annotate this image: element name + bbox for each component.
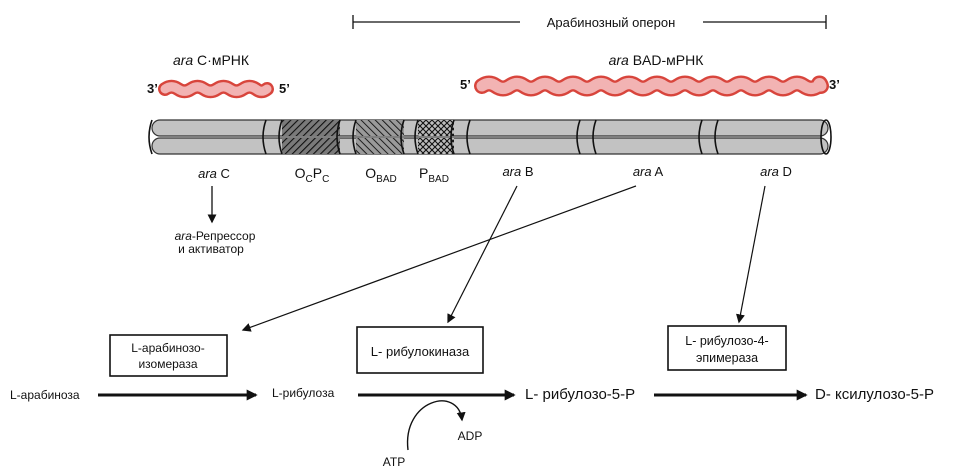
- enzyme-box-isomerase: L-арабинозо- изомераза: [109, 334, 228, 377]
- dna-strand-bottom: [151, 137, 829, 155]
- gene-label-ara-b: ara B: [502, 164, 533, 179]
- metabolic-pathway: L-арабиноза L-рибулоза L- рибулозо-5-Р D…: [10, 386, 934, 469]
- boundary-ocpc-start: [278, 119, 283, 155]
- operon-bracket: Арабинозный оперон: [352, 15, 827, 30]
- boundary-arad-start: [714, 119, 719, 155]
- enzyme-box-epimerase: L- рибулозо-4- эпимераза: [667, 325, 787, 371]
- isomerase-line1: L-арабинозо-: [131, 341, 204, 355]
- ara-c-mrna-3-end: 3’: [147, 81, 158, 96]
- region-label-ocpc: OCPC: [295, 165, 330, 185]
- boundary-pbad-end: [450, 119, 455, 155]
- region-labels: ara C OCPC OBAD PBAD ara B ara A ara D: [198, 164, 792, 185]
- isomerase-box-frame: [109, 334, 228, 377]
- gene-label-ara-c: ara C: [198, 166, 230, 181]
- boundary-arab-end: [576, 119, 581, 155]
- boundary-arac: [262, 119, 267, 155]
- gene-enzyme-arrows: [241, 185, 766, 332]
- pbad-region-bottom: [418, 138, 454, 154]
- dna-strand-top: [151, 119, 829, 137]
- ara-c-mrna-strand-fill: [160, 82, 272, 96]
- dna-gene-boundaries: [148, 119, 832, 155]
- epimerase-box-frame: [667, 325, 787, 371]
- epimerase-line2: эпимераза: [696, 351, 758, 365]
- boundary-right-end: [820, 119, 832, 155]
- arrow-arad-to-epimerase: [736, 185, 766, 324]
- boundary-left-end: [148, 119, 153, 155]
- boundary-obad-start: [352, 119, 357, 155]
- ara-c-mrna-5-end: 5’: [279, 81, 290, 96]
- region-label-pbad: PBAD: [419, 165, 449, 185]
- kinase-line1: L- рибулокиназа: [371, 344, 470, 359]
- repressor-label-line1: ara-Репрессор: [175, 229, 256, 243]
- boundary-arab-start: [466, 119, 471, 155]
- boundary-araa-start: [592, 119, 597, 155]
- kinase-box-frame: [356, 326, 484, 374]
- ara-c-mrna-label: ara С·мРНК: [173, 52, 250, 68]
- pbad-region-top: [418, 120, 454, 136]
- cofactor-adp: ADP: [458, 429, 483, 443]
- arrow-arab-to-kinase: [447, 185, 518, 324]
- boundary-obad-end: [400, 119, 405, 155]
- metabolite-ribulose-5p: L- рибулозо-5-Р: [525, 386, 635, 403]
- ara-c-mrna: ara С·мРНК 3’ 5’: [147, 52, 290, 99]
- region-label-obad: OBAD: [365, 165, 396, 185]
- arrow-araa-to-isomerase: [241, 185, 637, 332]
- isomerase-line2: изомераза: [138, 357, 197, 371]
- ara-bad-mrna-label: ara BAD-мРНК: [609, 52, 705, 68]
- arrow-atp-to-adp: [407, 400, 466, 451]
- cofactor-atp: ATP: [383, 455, 405, 469]
- obad-region-top: [356, 120, 404, 136]
- metabolite-ribulose: L-рибулоза: [272, 386, 335, 400]
- gene-label-ara-d: ara D: [760, 164, 792, 179]
- operon-title: Арабинозный оперон: [547, 15, 676, 30]
- repressor-group: ara-Репрессор и активатор: [175, 186, 256, 256]
- obad-region-bottom: [356, 138, 404, 154]
- enzyme-box-kinase: L- рибулокиназа: [356, 326, 484, 374]
- epimerase-line1: L- рибулозо-4-: [685, 334, 768, 348]
- ara-bad-mrna-5-end: 5’: [460, 77, 471, 92]
- boundary-ocpc-end: [336, 119, 341, 155]
- ara-bad-mrna-strand-fill: [476, 78, 827, 94]
- ocpc-region-top: [282, 120, 340, 136]
- ara-bad-mrna: ara BAD-мРНК 5’ 3’: [460, 52, 840, 97]
- dna-double-strand: [148, 119, 832, 155]
- ocpc-region-bottom: [282, 138, 340, 154]
- metabolite-xylulose-5p: D- ксилулозо-5-Р: [815, 386, 934, 403]
- boundary-araa-end: [698, 119, 703, 155]
- metabolite-arabinose: L-арабиноза: [10, 388, 80, 402]
- boundary-pbad-start: [414, 119, 419, 155]
- repressor-label-line2: и активатор: [178, 242, 244, 256]
- gene-label-ara-a: ara A: [633, 164, 664, 179]
- ara-bad-mrna-3-end: 3’: [829, 77, 840, 92]
